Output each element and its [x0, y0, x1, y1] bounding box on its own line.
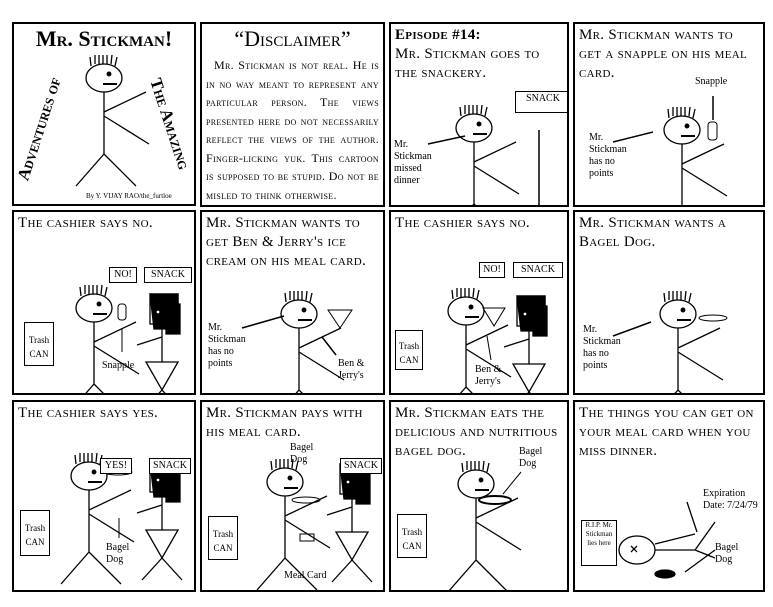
panel-meal-card-things: The things you can get on your meal card… — [573, 400, 765, 592]
speech-bubble: YES! — [100, 458, 132, 474]
meal-card-label: Meal Card — [284, 570, 327, 581]
trash-can: Trash CAN — [24, 322, 54, 366]
ben-jerrys-label: Ben & Jerry's — [475, 364, 502, 387]
snack-sign: SNACK — [515, 91, 567, 113]
panel-caption: The cashier says yes. — [18, 405, 159, 421]
speech-bubble: NO! — [479, 262, 505, 278]
panel-eats-bagel-dog: Mr. Stickman eats the delicious and nutr… — [389, 400, 569, 592]
cover-title: Mr. Stickman! — [35, 26, 173, 51]
tombstone: R.I.P. Mr. Stickman lies here — [581, 520, 617, 566]
bagel-dog-label: Bagel Dog — [290, 442, 314, 465]
snapple-label: Snapple — [102, 360, 135, 371]
bagel-dog-label: Bagel Dog — [106, 542, 130, 565]
ben-jerrys-label: Ben & Jerry's — [338, 358, 365, 381]
panel-caption: Mr. Stickman wants to get a snapple on h… — [579, 27, 748, 81]
expiration-date: Expiration Date: 7/24/79 — [703, 488, 758, 511]
panel-caption: The cashier says no. — [18, 215, 153, 231]
bagel-dog-label: Bagel Dog — [715, 542, 739, 565]
scene-drawing — [618, 501, 716, 579]
bagel-dog-label: Bagel Dog — [519, 446, 543, 469]
scene-drawing — [437, 287, 550, 393]
snack-sign: SNACK — [144, 267, 192, 283]
trash-can: Trash CAN — [208, 516, 238, 560]
disclaimer-title: “Disclaimer” — [234, 26, 351, 51]
snapple-label: Snapple — [695, 76, 728, 87]
trash-can: Trash CAN — [395, 330, 423, 370]
snack-sign: SNACK — [149, 458, 191, 474]
disclaimer-panel: “Disclaimer” Mr. Stickman is not real. H… — [200, 22, 385, 207]
cover-panel: Mr. Stickman! Adventures of The Amazing … — [12, 22, 196, 206]
snack-sign: SNACK — [340, 458, 382, 474]
scene-drawing — [447, 460, 522, 590]
panel-episode: Episode #14: Mr. Stickman goes to the sna… — [389, 22, 569, 207]
trash-can: Trash CAN — [397, 514, 427, 558]
panel-cashier-yes: The cashier says yes. YES! SNACK Trash C… — [12, 400, 196, 592]
scene-drawing — [60, 452, 183, 585]
scene-drawing — [612, 290, 728, 393]
scene-drawing — [612, 96, 728, 205]
disclaimer-text: Mr. Stickman is not real. He is in no wa… — [206, 58, 379, 202]
scene-drawing — [241, 290, 353, 393]
panel-caption: Mr. Stickman wants to get Ben & Jerry's … — [206, 215, 367, 269]
panel-cashier-no-snapple: The cashier says no. NO! SNACK Trash CAN… — [12, 210, 196, 395]
panel-caption: Episode #14: Mr. Stickman goes to the sna… — [395, 26, 563, 83]
speech-bubble: NO! — [109, 267, 137, 283]
stickman-label: Mr. Stickman missed dinner — [394, 139, 432, 186]
scene-drawing — [427, 104, 540, 205]
trash-can: Trash CAN — [20, 510, 50, 556]
panel-caption: The cashier says no. — [395, 215, 530, 231]
byline: By Y. VIJAY RAO/the_furtloe — [86, 192, 172, 200]
scene-drawing — [65, 284, 183, 393]
episode-label: Episode #14: — [395, 27, 481, 43]
panel-bagel-dog-request: Mr. Stickman wants a Bagel Dog. Mr. Stic… — [573, 210, 765, 395]
panel-ben-jerrys-request: Mr. Stickman wants to get Ben & Jerry's … — [200, 210, 385, 395]
scene-drawing — [256, 458, 373, 590]
panel-caption: Mr. Stickman eats the delicious and nutr… — [395, 405, 558, 459]
panel-cashier-no-icecream: The cashier says no. NO! SNACK Trash CAN… — [389, 210, 569, 395]
panel-caption: Mr. Stickman wants a Bagel Dog. — [579, 215, 727, 250]
caption-text: Mr. Stickman goes to the snackery. — [395, 46, 540, 81]
panel-pays-meal-card: Mr. Stickman pays with his meal card. Ba… — [200, 400, 385, 592]
panel-caption: The things you can get on your meal card… — [579, 405, 754, 459]
panel-caption: Mr. Stickman pays with his meal card. — [206, 405, 363, 440]
panel-snapple-request: Mr. Stickman wants to get a snapple on h… — [573, 22, 765, 207]
stickman-label: Mr. Stickman has no points — [208, 322, 246, 369]
stickman-label: Mr. Stickman has no points — [583, 324, 621, 371]
stickman-label: Mr. Stickman has no points — [589, 132, 627, 179]
snack-sign: SNACK — [513, 262, 563, 278]
